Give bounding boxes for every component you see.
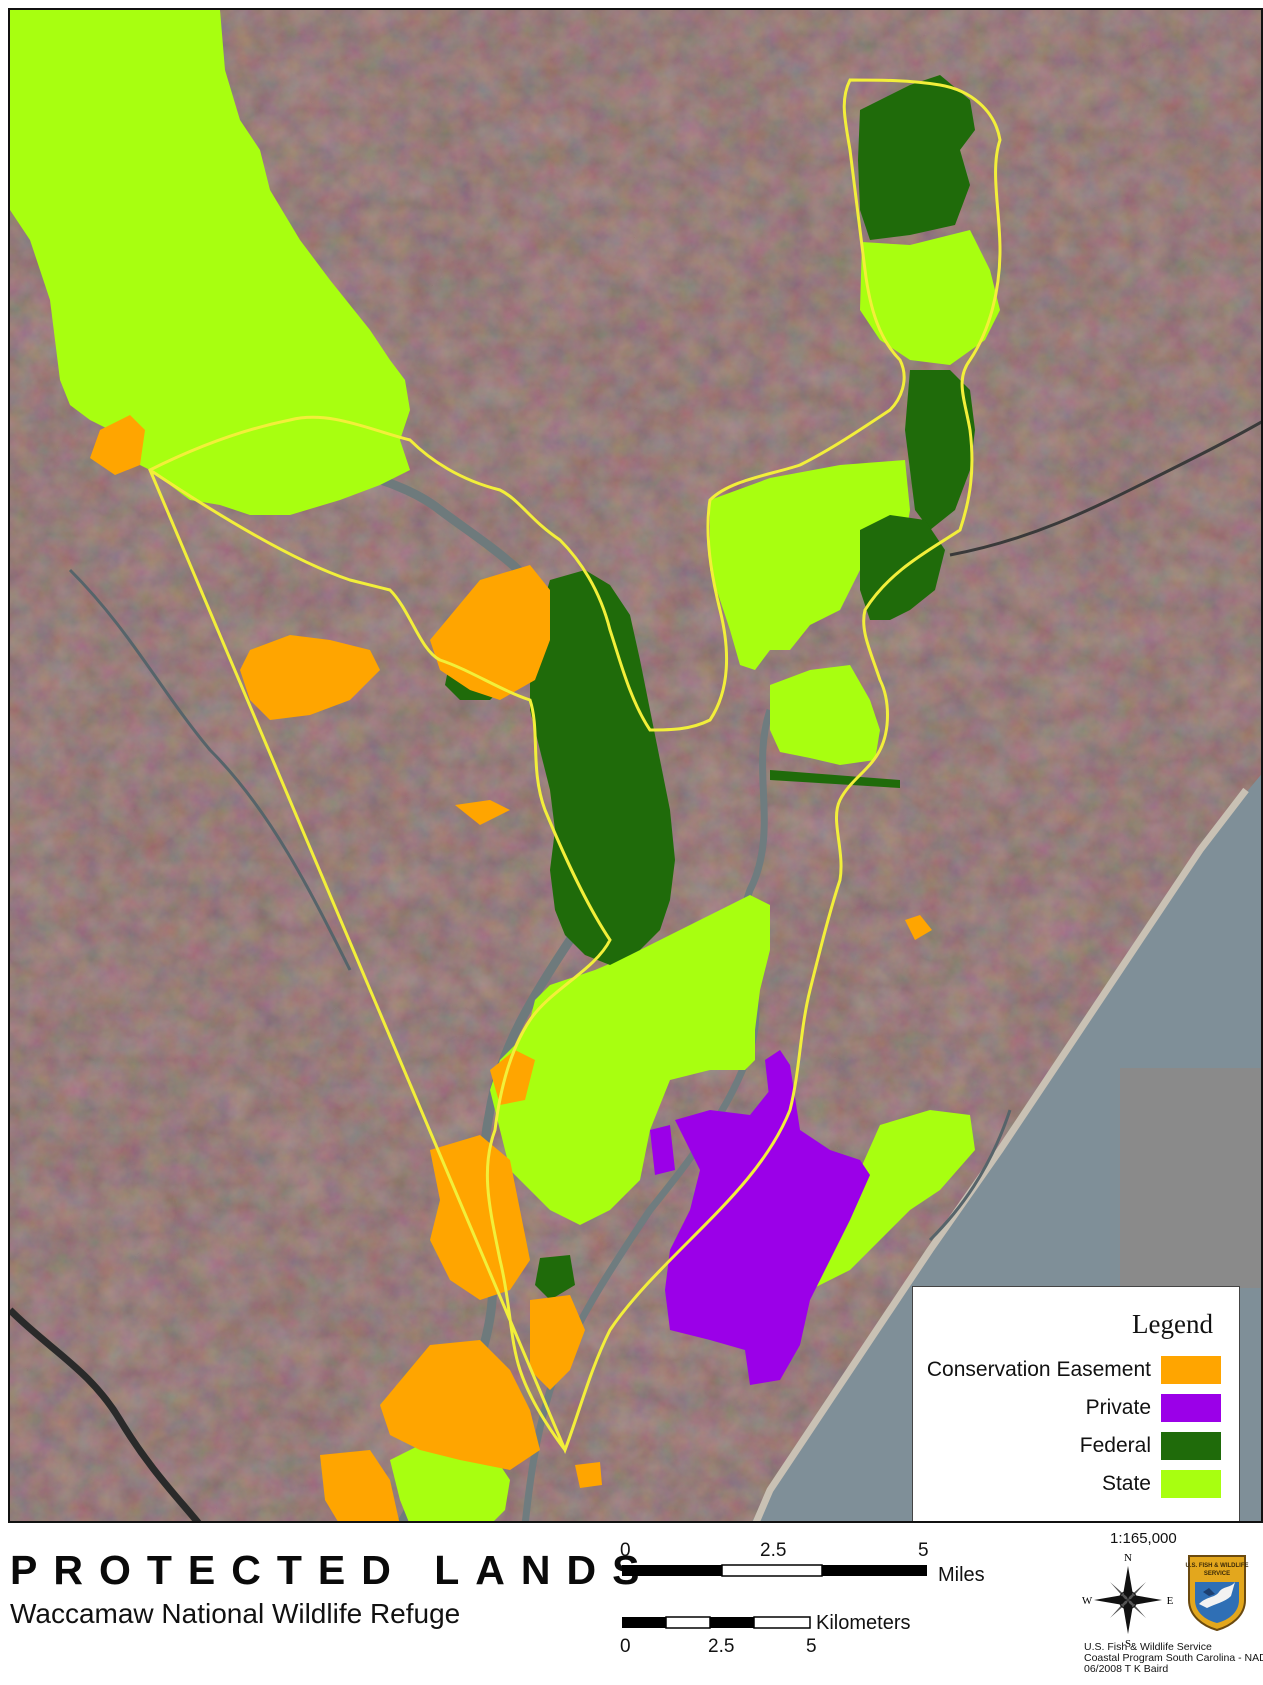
- no-data-gray: [1120, 1068, 1261, 1288]
- legend-item-state: State: [1102, 1469, 1221, 1499]
- scale-ratio: 1:165,000: [1110, 1530, 1177, 1547]
- easement-small-1[interactable]: [455, 800, 510, 825]
- credit-line-agency: U.S. Fish & Wildlife Service: [1084, 1641, 1212, 1653]
- easement-south-5[interactable]: [530, 1295, 585, 1390]
- km-tick-2-5: 2.5: [708, 1636, 735, 1657]
- map-frame[interactable]: Legend Conservation Easement Private Fed…: [8, 8, 1263, 1523]
- legend-swatch: [1161, 1432, 1221, 1460]
- easement-small-3[interactable]: [575, 1462, 602, 1488]
- state-land-northwest[interactable]: [10, 10, 410, 515]
- federal-land-strip[interactable]: [770, 770, 900, 788]
- legend-label: State: [1101, 1472, 1151, 1495]
- creek-west: [68, 568, 352, 971]
- scale-bars: 0 2.5 5 Miles Kilometers 0 2.5 5: [620, 1540, 985, 1680]
- refuge-boundary: [148, 78, 1002, 1455]
- state-land-south-center[interactable]: [490, 895, 770, 1225]
- easement-west[interactable]: [240, 635, 380, 720]
- federal-land-north[interactable]: [858, 75, 975, 240]
- legend-label: Federal: [1079, 1434, 1151, 1457]
- compass-w: W: [1082, 1595, 1093, 1607]
- map-subtitle: Waccamaw National Wildlife Refuge: [10, 1598, 461, 1629]
- title-block: PROTECTED LANDS Waccamaw National Wildli…: [10, 1547, 655, 1630]
- creek-east: [928, 1109, 1012, 1242]
- legend-item-conservation-easement: Conservation Easement: [927, 1355, 1221, 1385]
- easement-south-3[interactable]: [380, 1340, 540, 1470]
- miles-tick-0: 0: [620, 1540, 631, 1561]
- beach: [752, 787, 1249, 1521]
- svg-text:U.S. FISH & WILDLIFE: U.S. FISH & WILDLIFE: [1186, 1563, 1249, 1569]
- compass-rose-icon: N S E W: [1082, 1552, 1174, 1650]
- private-land-north[interactable]: [765, 1050, 790, 1105]
- miles-tick-5: 5: [918, 1540, 929, 1561]
- map-legend: Legend Conservation Easement Private Fed…: [912, 1286, 1240, 1521]
- compass-e: E: [1167, 1595, 1174, 1607]
- easement-west-small[interactable]: [90, 415, 145, 475]
- highway: [949, 420, 1261, 557]
- miles-unit: Miles: [938, 1564, 985, 1586]
- legend-label: Conservation Easement: [926, 1358, 1151, 1381]
- legend-label: Private: [1085, 1396, 1151, 1419]
- easement-center-north[interactable]: [430, 565, 550, 700]
- km-tick-5: 5: [806, 1636, 817, 1657]
- credit-line-date: 06/2008 T K Baird: [1084, 1663, 1169, 1675]
- compass-n: N: [1124, 1552, 1132, 1564]
- kilometers-unit: Kilometers: [816, 1612, 911, 1634]
- easement-south-2[interactable]: [430, 1135, 530, 1300]
- map-title: PROTECTED LANDS: [10, 1547, 656, 1593]
- legend-title: Legend: [1132, 1309, 1213, 1339]
- legend-item-federal: Federal: [1080, 1431, 1221, 1461]
- map-credits: U.S. Fish & Wildlife Service Coastal Pro…: [1084, 1642, 1263, 1675]
- legend-swatch: [1161, 1394, 1221, 1422]
- km-tick-0: 0: [620, 1636, 631, 1657]
- state-land-central-south[interactable]: [770, 665, 880, 765]
- state-land-southeast[interactable]: [810, 1110, 975, 1290]
- pee-dee-tributary: [10, 1307, 202, 1521]
- state-land-north-inner[interactable]: [860, 230, 1000, 365]
- miles-scale-bar: [622, 1564, 927, 1577]
- state-land-central-north[interactable]: [710, 460, 910, 670]
- easement-small-2[interactable]: [905, 915, 932, 940]
- svg-text:SERVICE: SERVICE: [1204, 1571, 1230, 1577]
- federal-land-corridor[interactable]: [905, 370, 975, 530]
- private-land-main[interactable]: [665, 1065, 870, 1385]
- legend-swatch: [1161, 1470, 1221, 1498]
- usfws-seal-icon: U.S. FISH & WILDLIFE SERVICE: [1185, 1552, 1249, 1632]
- compass-s: S: [1125, 1638, 1131, 1648]
- federal-land-small-2[interactable]: [535, 1255, 575, 1300]
- kilometers-scale-bar: [622, 1616, 811, 1629]
- federal-land-main[interactable]: [530, 570, 675, 965]
- credit-line-program: Coastal Program South Carolina - NAD: [1084, 1652, 1263, 1664]
- miles-tick-2-5: 2.5: [760, 1540, 787, 1561]
- legend-swatch: [1161, 1356, 1221, 1384]
- easement-south-4[interactable]: [320, 1450, 400, 1523]
- private-land-west[interactable]: [650, 1125, 675, 1175]
- legend-item-private: Private: [1086, 1393, 1221, 1423]
